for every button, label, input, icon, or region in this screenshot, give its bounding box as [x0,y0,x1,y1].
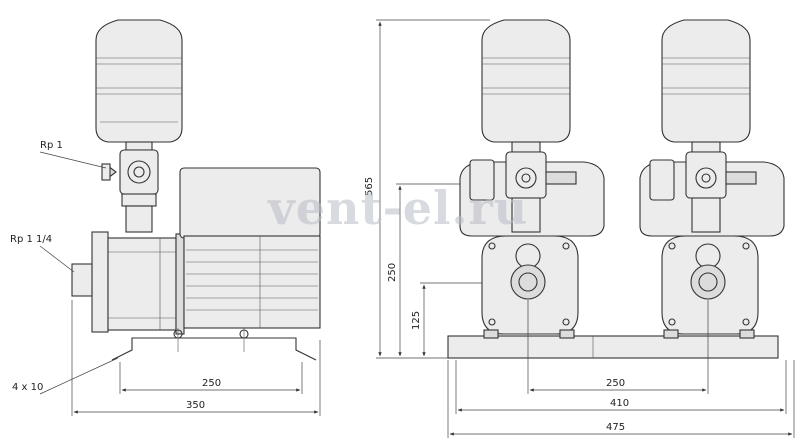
front-view: 565 250 125 [364,19,795,438]
side-motor [179,167,321,329]
dim-front-475: 475 [606,422,625,433]
dim-front-250: 250 [606,378,625,389]
side-valve-block [101,149,159,233]
side-tank [95,19,183,151]
dim-side-350: 350 [186,400,205,411]
side-pump-body [71,231,185,335]
front-pump-unit-2 [639,19,785,339]
dim-front-410: 410 [610,398,629,409]
dim-height-125: 125 [411,311,422,330]
dim-side-250: 250 [202,378,221,389]
front-pump-unit-1 [459,19,605,339]
front-base [447,335,779,359]
label-holes: 4 x 10 [12,382,43,393]
dim-height-565: 565 [364,177,375,196]
side-view: Rp 1 Rp 1 1/4 4 x 10 250 350 [10,19,321,416]
watermark: vent-el.ru [267,181,528,235]
dim-height-250: 250 [387,263,398,282]
side-base [111,328,317,361]
label-rp1-1-4: Rp 1 1/4 [10,234,52,245]
label-rp1: Rp 1 [40,140,63,151]
